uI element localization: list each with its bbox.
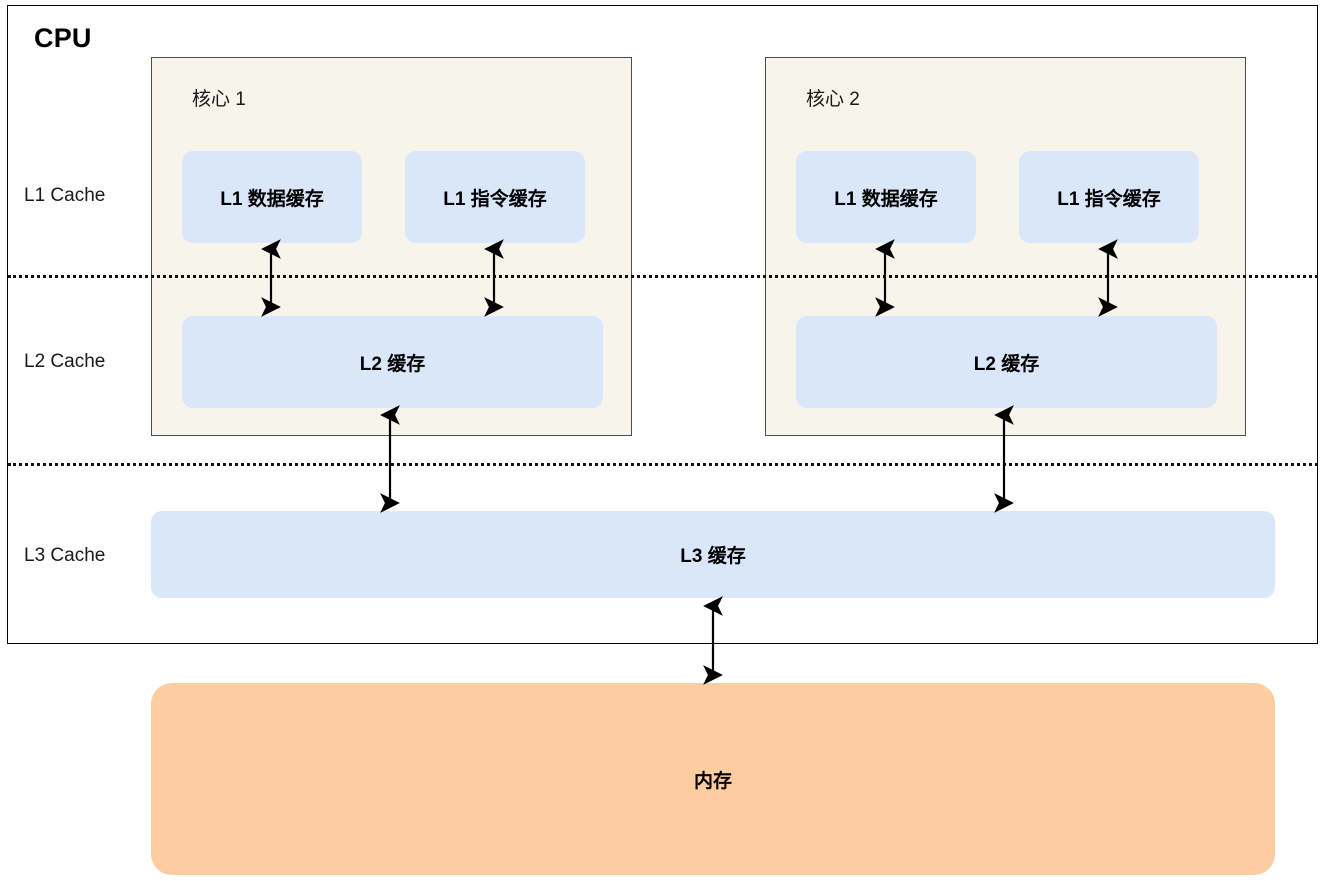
divider-l2-l3 bbox=[8, 463, 1318, 466]
core-1-l1-data-cache: L1 数据缓存 bbox=[182, 151, 362, 243]
cpu-title: CPU bbox=[34, 23, 92, 53]
core-1-title: 核心 1 bbox=[192, 89, 246, 110]
level-label-l1: L1 Cache bbox=[24, 185, 106, 206]
core-1-container: 核心 1 L1 数据缓存 L1 指令缓存 L2 缓存 bbox=[151, 57, 632, 436]
core-2-container: 核心 2 L1 数据缓存 L1 指令缓存 L2 缓存 bbox=[765, 57, 1246, 436]
divider-l1-l2 bbox=[8, 275, 1318, 278]
level-label-l3: L3 Cache bbox=[24, 545, 106, 566]
core-2-l2-cache: L2 缓存 bbox=[796, 316, 1217, 408]
level-label-l2: L2 Cache bbox=[24, 351, 106, 372]
core-2-l1-instruction-cache: L1 指令缓存 bbox=[1019, 151, 1199, 243]
l3-cache-block: L3 缓存 bbox=[151, 511, 1275, 598]
core-1-l1-instruction-cache: L1 指令缓存 bbox=[405, 151, 585, 243]
core-2-title: 核心 2 bbox=[806, 89, 860, 110]
core-1-l2-cache: L2 缓存 bbox=[182, 316, 603, 408]
main-memory-block: 内存 bbox=[151, 683, 1275, 875]
core-2-l1-data-cache: L1 数据缓存 bbox=[796, 151, 976, 243]
